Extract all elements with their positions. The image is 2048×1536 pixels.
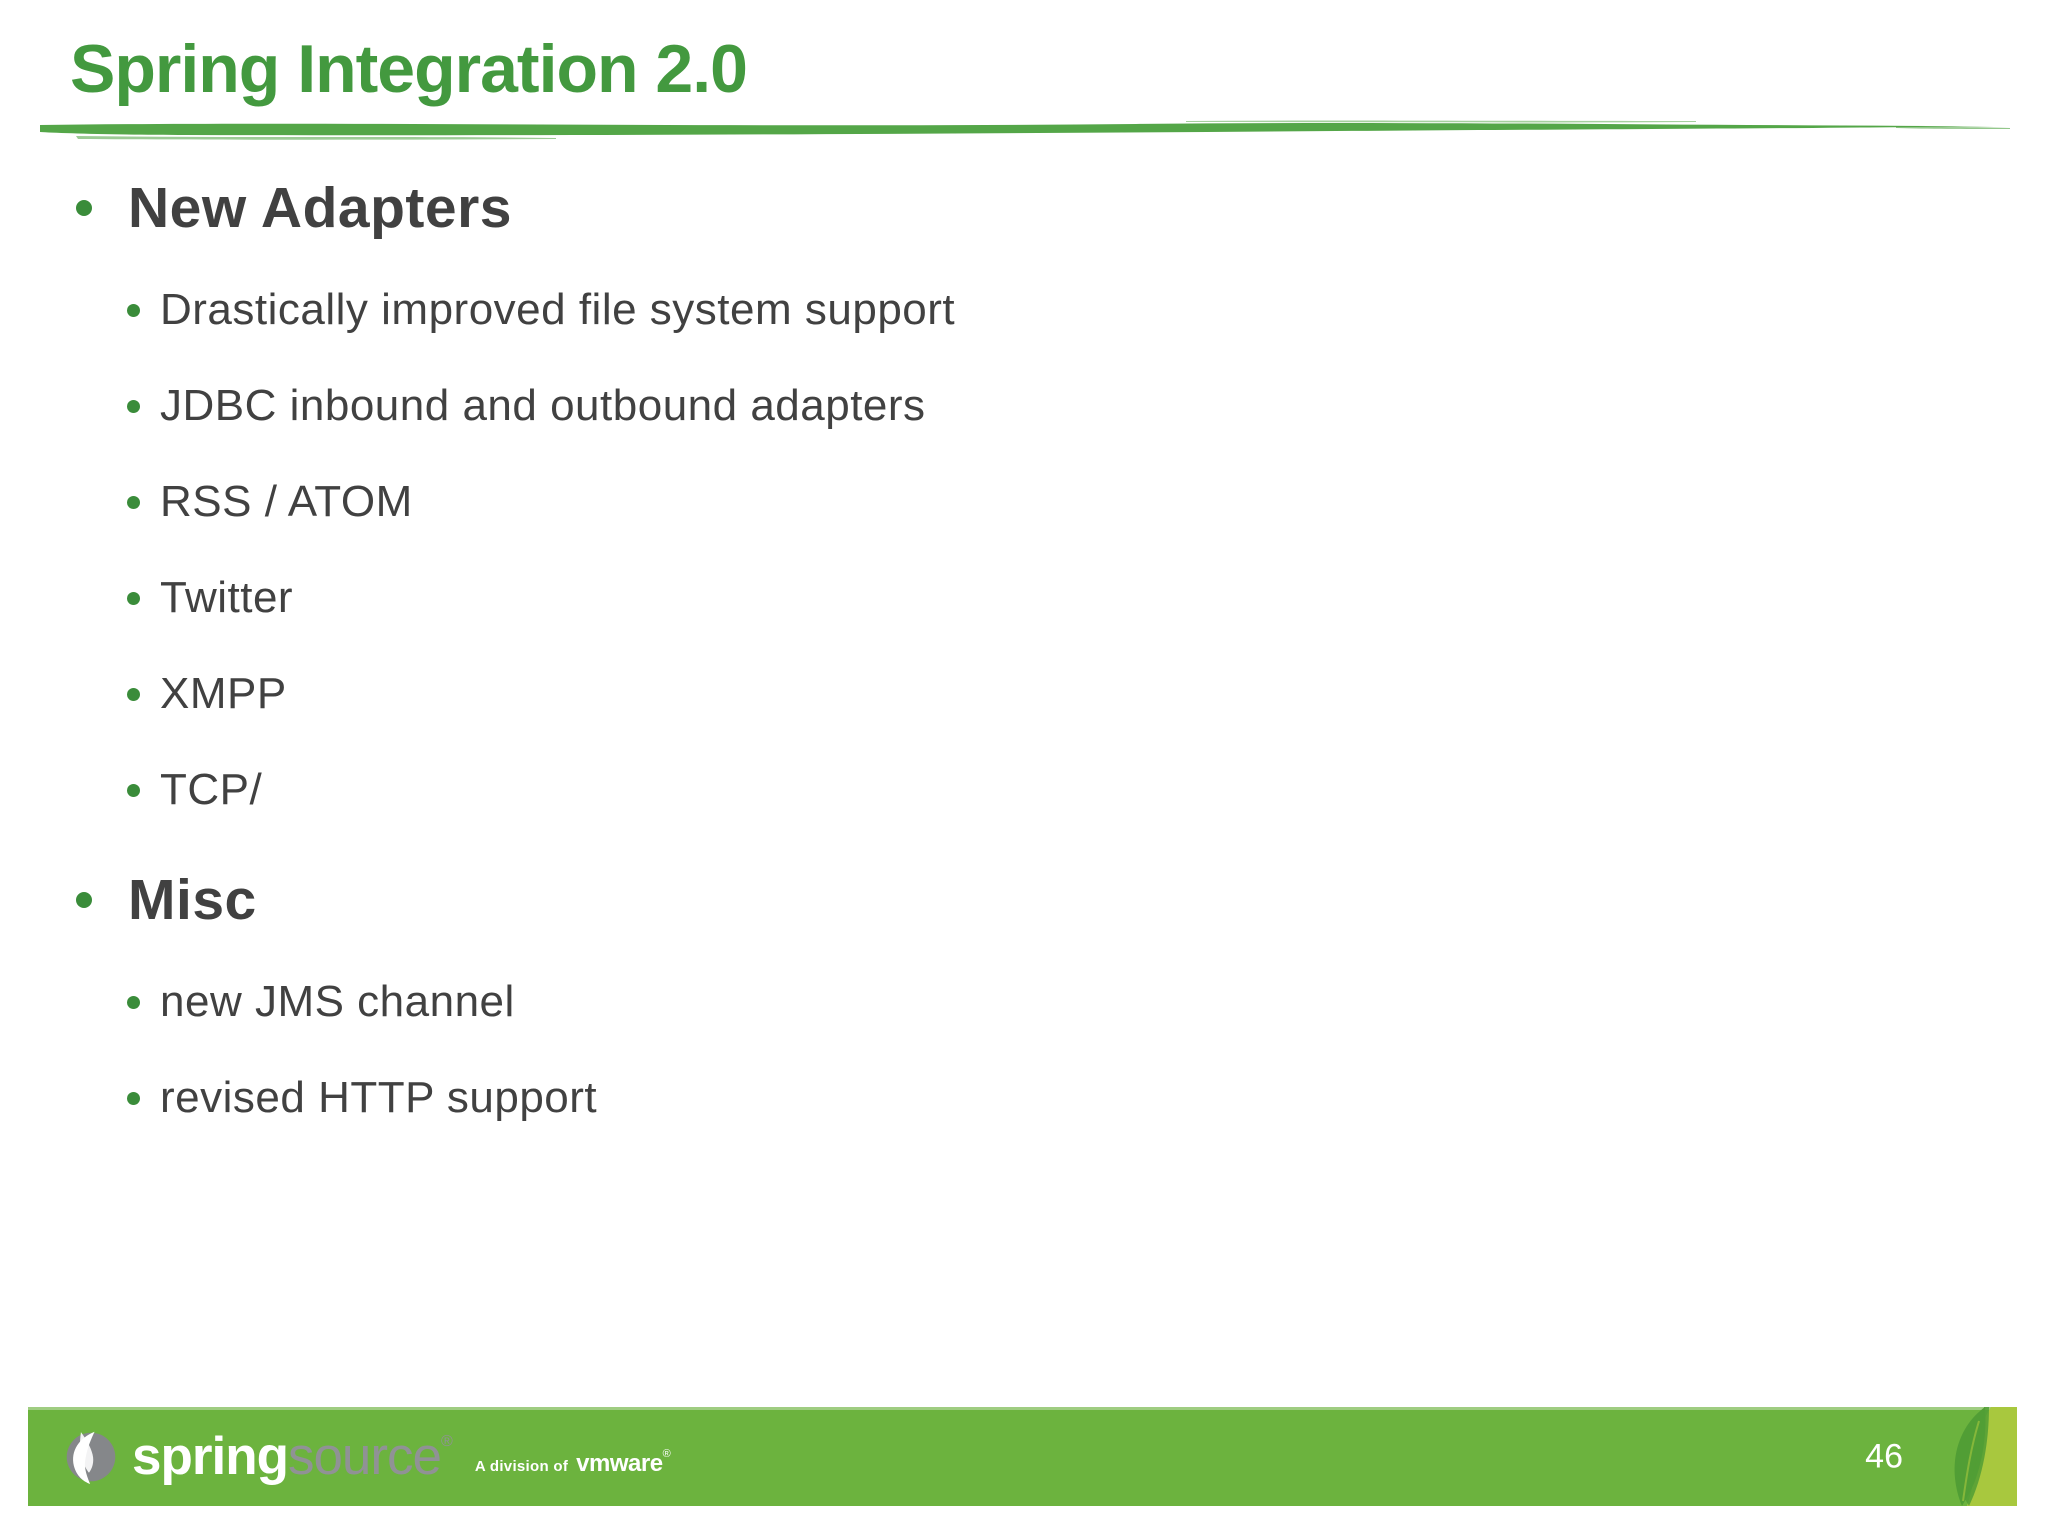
bullet-icon bbox=[127, 783, 140, 797]
bullet-label: revised HTTP support bbox=[160, 1073, 598, 1122]
footer-leaf-decoration-icon bbox=[1954, 1407, 2017, 1506]
bullet-icon bbox=[127, 303, 140, 317]
bullet-icon bbox=[127, 399, 140, 413]
bullet-item-misc: Misc bbox=[0, 846, 2048, 954]
bullet-icon bbox=[127, 995, 140, 1009]
springsource-leaf-icon bbox=[66, 1431, 116, 1484]
bullet-label: RSS / ATOM bbox=[160, 477, 413, 526]
title-underline-brush bbox=[40, 120, 2010, 140]
bullet-icon bbox=[127, 687, 140, 701]
division-text: A division of bbox=[474, 1457, 569, 1475]
bullet-item-tcp: TCP/ bbox=[0, 742, 2048, 838]
bullet-icon bbox=[76, 200, 92, 216]
registered-mark-icon: ® bbox=[662, 1447, 671, 1460]
page-number: 46 bbox=[1865, 1437, 1903, 1475]
bullet-icon bbox=[127, 495, 140, 509]
bullet-label: Drastically improved file system support bbox=[160, 285, 956, 334]
bullet-label: JDBC inbound and outbound adapters bbox=[160, 381, 926, 430]
vmware-logo-text: vmware bbox=[576, 1449, 663, 1477]
bullet-item-jdbc: JDBC inbound and outbound adapters bbox=[0, 358, 2048, 454]
bullet-item-twitter: Twitter bbox=[0, 550, 2048, 646]
vmware-division-lockup: A division of vmware ® bbox=[474, 1447, 671, 1478]
bullet-icon bbox=[127, 1091, 140, 1105]
brand-source-text: source bbox=[287, 1427, 442, 1486]
bullet-icon bbox=[76, 892, 92, 908]
bullet-item-jms-channel: new JMS channel bbox=[0, 954, 2048, 1050]
slide-title: Spring Integration 2.0 bbox=[70, 31, 748, 107]
bullet-label: new JMS channel bbox=[160, 977, 515, 1026]
bullet-item-xmpp: XMPP bbox=[0, 646, 2048, 742]
bullet-item-new-adapters: New Adapters bbox=[0, 154, 2048, 262]
bullet-list: New Adapters Drastically improved file s… bbox=[0, 154, 2048, 1146]
bullet-label: New Adapters bbox=[128, 176, 512, 240]
bullet-item-http-support: revised HTTP support bbox=[0, 1050, 2048, 1146]
bullet-icon bbox=[127, 591, 140, 605]
brand-spring-text: spring bbox=[132, 1427, 289, 1486]
bullet-item-rss-atom: RSS / ATOM bbox=[0, 454, 2048, 550]
bullet-label: TCP/ bbox=[160, 765, 263, 814]
bullet-label: XMPP bbox=[160, 669, 287, 718]
bullet-label: Misc bbox=[128, 868, 257, 932]
bullet-label: Twitter bbox=[160, 573, 294, 622]
bullet-item-file-system: Drastically improved file system support bbox=[0, 262, 2048, 358]
registered-mark-icon: ® bbox=[441, 1433, 453, 1450]
